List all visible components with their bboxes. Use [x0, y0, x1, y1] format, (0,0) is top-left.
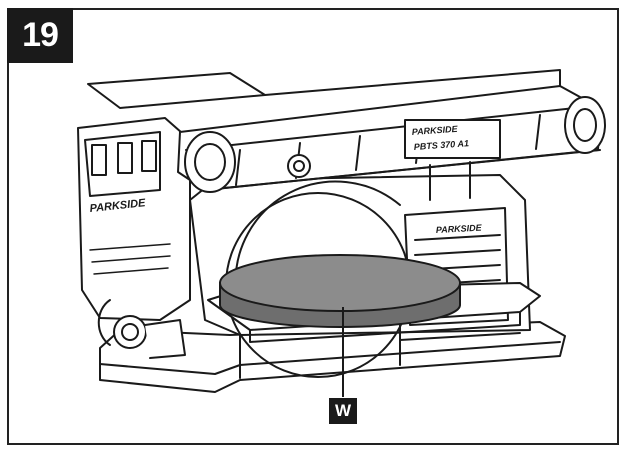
brand-front-text: PARKSIDE — [436, 223, 483, 235]
brand-side-text: PARKSIDE — [89, 197, 147, 215]
workpiece — [219, 254, 461, 328]
belt-table-plate — [87, 72, 266, 109]
left-housing — [77, 117, 191, 321]
figure-number-badge: 19 — [7, 8, 73, 63]
callout-label-w: W — [329, 398, 357, 424]
brand-top-text: PARKSIDE — [411, 124, 458, 137]
model-text: PBTS 370 A1 — [413, 138, 469, 152]
